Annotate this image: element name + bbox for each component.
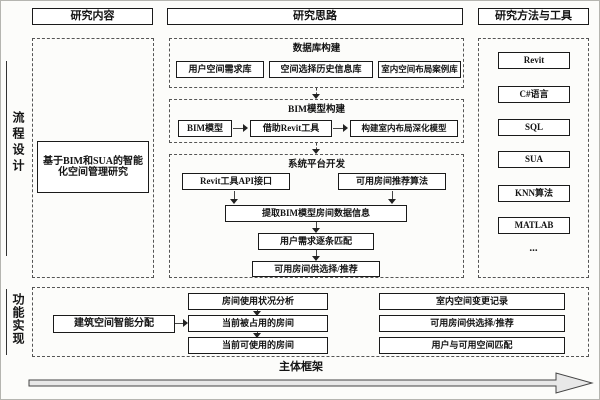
box-room-recommend-algorithm: 可用房间推荐算法 bbox=[338, 173, 446, 190]
header-research-approach: 研究思路 bbox=[167, 8, 463, 25]
box-space-change-records: 室内空间变更记录 bbox=[379, 293, 565, 310]
side-label-process-design: 流程设计 bbox=[11, 111, 25, 175]
tool-matlab: MATLAB bbox=[498, 217, 570, 234]
tool-sua: SUA bbox=[498, 151, 570, 168]
box-revit-tool: 借助Revit工具 bbox=[250, 120, 332, 137]
footer-label: 主体框架 bbox=[279, 361, 323, 373]
header-research-content: 研究内容 bbox=[32, 8, 153, 25]
group-methods-tools: Revit C#语言 SQL SUA KNN算法 MATLAB ... bbox=[478, 38, 589, 278]
arrow-bim-to-platform bbox=[312, 143, 321, 154]
tool-revit: Revit bbox=[498, 52, 570, 69]
box-extract-room-data: 提取BIM模型房间数据信息 bbox=[225, 205, 407, 222]
box-user-space-matching: 用户与可用空间匹配 bbox=[379, 337, 565, 354]
box-rooms-selection-recommend: 可用房间供选择/推荐 bbox=[379, 315, 565, 332]
group-function-implementation: 建筑空间智能分配 房间使用状况分析 当前被占用的房间 当前可使用的房间 室内空间… bbox=[32, 287, 589, 357]
box-rooms-for-selection: 可用房间供选择/推荐 bbox=[252, 261, 380, 277]
box-deepened-layout-model: 构建室内布局深化模型 bbox=[350, 120, 458, 137]
group-research-content: 基于BIM和SUA的智能化空间管理研究 bbox=[32, 38, 154, 278]
box-occupied-rooms: 当前被占用的房间 bbox=[188, 315, 328, 332]
box-demand-matching: 用户需求逐条匹配 bbox=[258, 233, 374, 250]
arrow-bim-step1 bbox=[233, 124, 248, 133]
tools-ellipsis: ... bbox=[529, 242, 538, 254]
function-impl-bracket-line bbox=[6, 289, 7, 355]
box-available-rooms: 当前可使用的房间 bbox=[188, 337, 328, 354]
arrow-allocation-to-analysis bbox=[175, 319, 188, 328]
process-design-bracket-line bbox=[6, 61, 7, 256]
main-framework-arrow bbox=[28, 372, 594, 394]
side-label-function-impl: 功能实现 bbox=[11, 293, 25, 345]
box-revit-api: Revit工具API接口 bbox=[182, 173, 290, 190]
box-bim-model: BIM模型 bbox=[178, 120, 232, 137]
box-indoor-layout-case-db: 室内空间布局案例库 bbox=[378, 61, 461, 78]
group-platform-title: 系统平台开发 bbox=[287, 160, 345, 170]
tool-csharp: C#语言 bbox=[498, 86, 570, 103]
arrow-database-to-bim bbox=[312, 88, 321, 99]
group-bim-title: BIM模型构建 bbox=[287, 105, 345, 115]
tool-knn: KNN算法 bbox=[498, 185, 570, 202]
header-methods-tools: 研究方法与工具 bbox=[478, 8, 589, 25]
box-user-space-demand-db: 用户空间需求库 bbox=[176, 61, 264, 78]
research-topic-box: 基于BIM和SUA的智能化空间管理研究 bbox=[37, 141, 149, 193]
box-intelligent-space-allocation: 建筑空间智能分配 bbox=[53, 315, 175, 333]
group-system-platform: 系统平台开发 Revit工具API接口 可用房间推荐算法 提取BIM模型房间数据… bbox=[169, 154, 464, 278]
arrow-match-to-recommend bbox=[312, 250, 321, 261]
arrow-api-to-extract bbox=[230, 191, 239, 204]
arrow-bim-step2 bbox=[333, 124, 348, 133]
arrow-algo-to-extract bbox=[388, 191, 397, 204]
box-space-selection-history-db: 空间选择历史信息库 bbox=[269, 61, 373, 78]
arrow-occupied-to-available bbox=[253, 332, 262, 338]
group-bim-model: BIM模型构建 BIM模型 借助Revit工具 构建室内布局深化模型 bbox=[169, 99, 464, 143]
tool-sql: SQL bbox=[498, 119, 570, 136]
arrow-extract-to-match bbox=[312, 222, 321, 233]
box-room-usage-analysis: 房间使用状况分析 bbox=[188, 293, 328, 310]
group-database-title: 数据库构建 bbox=[292, 44, 341, 54]
arrow-analysis-to-occupied bbox=[253, 310, 262, 316]
group-database-construction: 数据库构建 用户空间需求库 空间选择历史信息库 室内空间布局案例库 bbox=[169, 38, 464, 88]
